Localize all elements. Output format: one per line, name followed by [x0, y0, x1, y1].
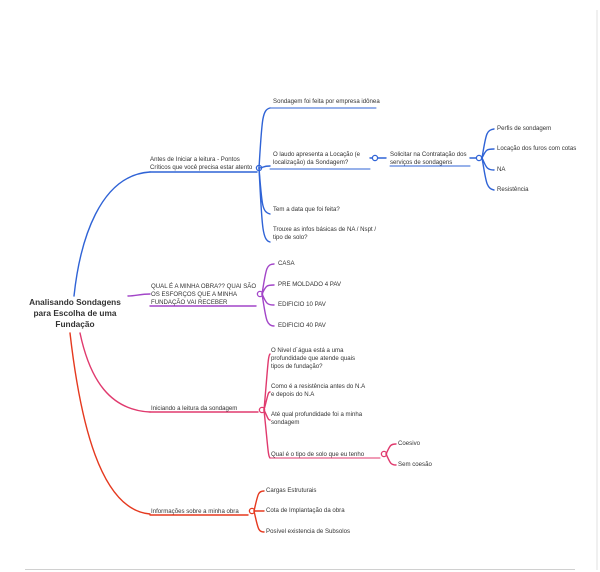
b3-c0: [263, 353, 271, 411]
branch-qual-minha-obra[interactable]: QUAL É A MINHA OBRA?? QUAI SÃO OS ESFORÇ…: [151, 283, 257, 306]
b1-c0: [258, 107, 271, 169]
topic-infos-basicas[interactable]: Trouxe as infos básicas de NA / Nspt / t…: [273, 226, 377, 241]
topic-edificio-40[interactable]: EDIFICIO 40 PAV: [278, 322, 326, 329]
topic-locacao-sondagem[interactable]: O laudo apresenta a Locação (e localizaç…: [273, 151, 361, 166]
page-divider: [25, 569, 575, 570]
root-to-branch-2: [127, 293, 151, 297]
b1s-c0: [481, 128, 495, 159]
topic-subsolos[interactable]: Posível existencia de Subsolos: [266, 528, 351, 535]
b1-sub-node[interactable]: [371, 154, 379, 162]
b1s-c1: [481, 148, 495, 159]
b2-c1: [261, 284, 275, 295]
topic-nivel-agua[interactable]: O Nivel d´água está a uma profundidade q…: [271, 347, 356, 370]
b4-c0: [253, 490, 265, 512]
root-to-branch-1: [73, 171, 151, 297]
topic-na[interactable]: NA: [497, 166, 506, 173]
topic-empresa-idonea[interactable]: Sondagem foi feita por empresa idônea: [273, 98, 380, 105]
topic-cargas[interactable]: Cargas Estruturais: [266, 487, 317, 494]
b3s-c1: [385, 453, 397, 466]
canvas-edge: [596, 10, 598, 570]
b2-c3: [261, 293, 275, 327]
branch-iniciando-leitura[interactable]: Iniciando a leitura da sondagem: [151, 405, 238, 412]
b1-c3: [258, 167, 271, 243]
topic-pre-moldado[interactable]: PRE MOLDADO 4 PAV: [278, 281, 342, 288]
b1s-c3: [481, 157, 495, 191]
b3s-c0: [385, 443, 397, 455]
topic-perfis[interactable]: Perfis de sondagem: [497, 125, 552, 132]
topic-resistencia-na[interactable]: Como é a resistência antes do N.A e depo…: [271, 383, 365, 398]
topic-resistencia[interactable]: Resistência: [497, 186, 529, 193]
topic-data[interactable]: Tem a data que foi feita?: [273, 206, 340, 213]
topic-solicitar-contratacao[interactable]: Solicitar na Contratação dos serviços de…: [390, 151, 467, 166]
b4-c2: [253, 510, 265, 533]
topic-cota-implantacao[interactable]: Cota de Implantação da obra: [266, 507, 345, 514]
root-to-branch-4: [69, 332, 151, 515]
topic-casa[interactable]: CASA: [278, 260, 295, 267]
topic-edificio-10[interactable]: EDIFICIO 10 PAV: [278, 301, 326, 308]
topic-coesivo[interactable]: Coesivo: [398, 440, 421, 447]
b3-c3: [263, 409, 271, 459]
b3-c1: [263, 391, 271, 411]
branch-pontos-criticos[interactable]: Antes de Iniciar a leitura - Pontos Crít…: [150, 156, 253, 171]
topic-tipo-solo[interactable]: Qual é o tipo de solo que eu tenho: [271, 451, 365, 458]
topic-sem-coesao[interactable]: Sem coesão: [398, 461, 432, 468]
branch-informacoes-obra[interactable]: Informações sobre a minha obra: [151, 508, 239, 515]
root-topic[interactable]: Analisando Sondagens para Escolha de uma…: [29, 297, 121, 329]
b2-c0: [261, 263, 275, 295]
root-to-branch-3: [79, 332, 151, 413]
topic-profundidade[interactable]: Até qual profundidade foi a minha sondag…: [271, 411, 363, 426]
b1-sub-node-2[interactable]: [475, 154, 483, 162]
b1-c1: [258, 165, 271, 169]
topic-locacao-furos[interactable]: Locação dos furos com cotas: [497, 145, 577, 152]
